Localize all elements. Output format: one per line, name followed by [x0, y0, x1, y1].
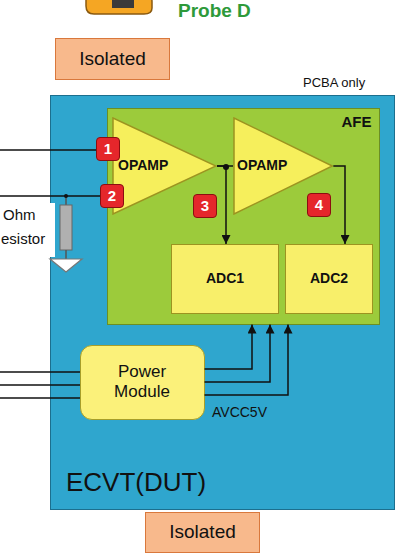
input-wire — [0, 195, 101, 197]
node-label: ECVT(DUT) — [66, 468, 206, 497]
connector — [205, 325, 289, 396]
component-label: esistor — [1, 230, 45, 247]
resistor-symbol — [60, 205, 72, 250]
node-label: Power Module — [102, 362, 182, 401]
callout-number: 4 — [307, 193, 331, 217]
adc-box: ADC2 — [285, 244, 373, 314]
node-label: Isolated — [79, 49, 146, 70]
node-label: ADC2 — [310, 271, 348, 286]
isolation-box: Isolated — [145, 512, 260, 553]
note-label: PCBA only — [303, 75, 365, 90]
node-label: ADC1 — [206, 271, 244, 286]
label-patch — [0, 203, 55, 257]
adc-box: ADC1 — [171, 244, 279, 314]
power-input-wire — [0, 371, 80, 373]
node-label: OPAMP — [118, 158, 168, 173]
resistor-lead — [65, 250, 67, 259]
signal-name: AVCC5V — [212, 404, 267, 420]
callout-number: 1 — [96, 137, 120, 161]
isolation-box: Isolated — [55, 38, 170, 80]
component-label: Ohm — [3, 206, 36, 223]
power-input-wire — [0, 384, 80, 386]
node-label: OPAMP — [237, 158, 287, 173]
connector — [205, 325, 271, 383]
connector — [217, 166, 226, 244]
callout-number: 2 — [100, 184, 124, 208]
node-label: AFE — [342, 114, 372, 131]
node-label: Isolated — [169, 522, 236, 543]
probe-illustration — [86, 0, 152, 14]
probe-detail — [112, 0, 134, 8]
resistor-lead — [65, 196, 67, 205]
junction-dot — [64, 194, 68, 198]
connector — [205, 325, 253, 370]
junction-dot — [223, 164, 229, 170]
connector — [333, 166, 345, 244]
input-wire — [0, 149, 97, 151]
callout-number: 3 — [193, 194, 217, 218]
afe-block: AFE OPAMP OPAMP ADC1 ADC2 — [107, 108, 380, 325]
probe-label: Probe D — [178, 0, 251, 22]
power-module: Power Module — [80, 345, 205, 420]
power-input-wire — [0, 397, 80, 399]
connector — [217, 165, 233, 167]
ground-symbol — [50, 259, 82, 272]
